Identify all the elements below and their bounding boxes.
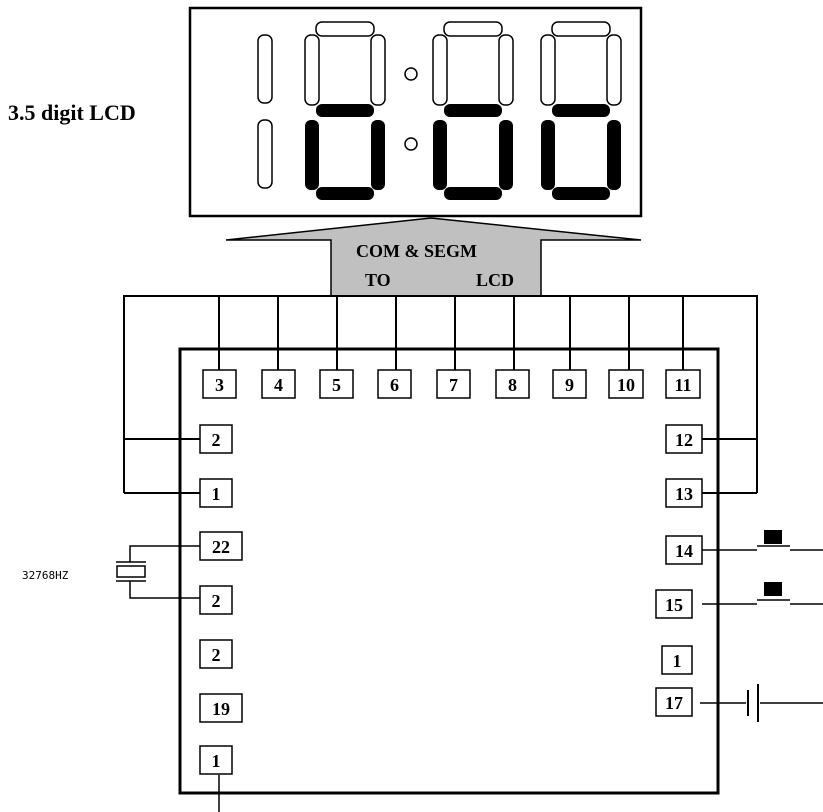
pin-14: 14 xyxy=(665,535,703,565)
pin-label: 1 xyxy=(673,651,682,671)
arrow-label-line1: COM & SEGM xyxy=(356,241,477,261)
pin-15: 15 xyxy=(655,589,693,619)
lcd-digit-2 xyxy=(432,21,514,200)
pin-label: 17 xyxy=(665,693,683,713)
pin-1: 1 xyxy=(199,745,233,775)
pin-label: 14 xyxy=(675,541,693,561)
lcd-digit-3 xyxy=(540,21,622,200)
arrow-label-to: TO xyxy=(365,270,391,290)
pin-label: 8 xyxy=(508,375,517,395)
bus-wiring xyxy=(123,295,758,494)
pin-8: 8 xyxy=(495,369,530,399)
pin-label: 6 xyxy=(390,375,399,395)
pin-7: 7 xyxy=(436,369,471,399)
pin-10: 10 xyxy=(608,369,644,399)
pin-label: 1 xyxy=(212,484,221,504)
pin-2: 2 xyxy=(199,585,233,615)
pin-label: 7 xyxy=(449,375,458,395)
pin-2: 2 xyxy=(199,424,233,454)
pin-12: 12 xyxy=(665,424,703,454)
lcd-colon xyxy=(404,67,418,151)
pin-19: 19 xyxy=(199,693,243,723)
pin-label: 12 xyxy=(675,430,693,450)
colon-dot-top xyxy=(404,67,418,81)
pin-label: 10 xyxy=(617,375,635,395)
pin-5: 5 xyxy=(319,369,354,399)
pin-9: 9 xyxy=(552,369,587,399)
battery xyxy=(700,684,823,722)
pin-22: 22 xyxy=(199,531,243,561)
crystal-oscillator xyxy=(116,545,200,599)
crystal-label: 32768HZ xyxy=(22,569,69,582)
pin-1: 1 xyxy=(199,478,233,508)
colon-dot-bottom xyxy=(404,137,418,151)
push-button-14 xyxy=(702,530,823,551)
pin-11: 11 xyxy=(665,369,701,399)
pin-label: 11 xyxy=(674,375,691,395)
button-cap-icon xyxy=(764,582,782,596)
pin-label: 19 xyxy=(212,699,230,719)
pin-13: 13 xyxy=(665,478,703,508)
pin-label: 5 xyxy=(332,375,341,395)
pin-label: 3 xyxy=(215,375,224,395)
button-cap-icon xyxy=(764,530,782,544)
lcd-label: 3.5 digit LCD xyxy=(8,100,136,125)
lcd-half-digit xyxy=(257,34,273,189)
pin-label: 22 xyxy=(212,537,230,557)
lcd-digit-1 xyxy=(304,21,386,200)
pin-3: 3 xyxy=(202,369,237,399)
lcd-digits xyxy=(304,21,622,200)
pin-17: 17 xyxy=(655,687,693,717)
arrow-shape xyxy=(225,217,642,297)
pin-label: 13 xyxy=(675,484,693,504)
pin-label: 9 xyxy=(565,375,574,395)
pin-6: 6 xyxy=(377,369,412,399)
pin-label: 2 xyxy=(212,591,221,611)
lcd-display xyxy=(188,6,643,218)
pins-right: 12 13 14 15 1 17 xyxy=(655,424,703,717)
crystal-body xyxy=(116,565,146,578)
pin-label: 1 xyxy=(212,751,221,771)
pin-label: 15 xyxy=(665,595,683,615)
pin-4: 4 xyxy=(261,369,296,399)
ic-chip xyxy=(178,347,720,795)
pin-1: 1 xyxy=(661,645,693,675)
pins-top: 3 4 5 6 7 8 9 10 11 xyxy=(202,369,701,399)
push-button-15 xyxy=(702,582,823,605)
pin-label: 2 xyxy=(212,645,221,665)
pin-label: 4 xyxy=(274,375,283,395)
pin-label: 2 xyxy=(212,430,221,450)
pin-2: 2 xyxy=(199,639,233,669)
arrow-label-lcd: LCD xyxy=(476,270,514,290)
signal-arrow: COM & SEGM TO LCD xyxy=(225,217,642,297)
